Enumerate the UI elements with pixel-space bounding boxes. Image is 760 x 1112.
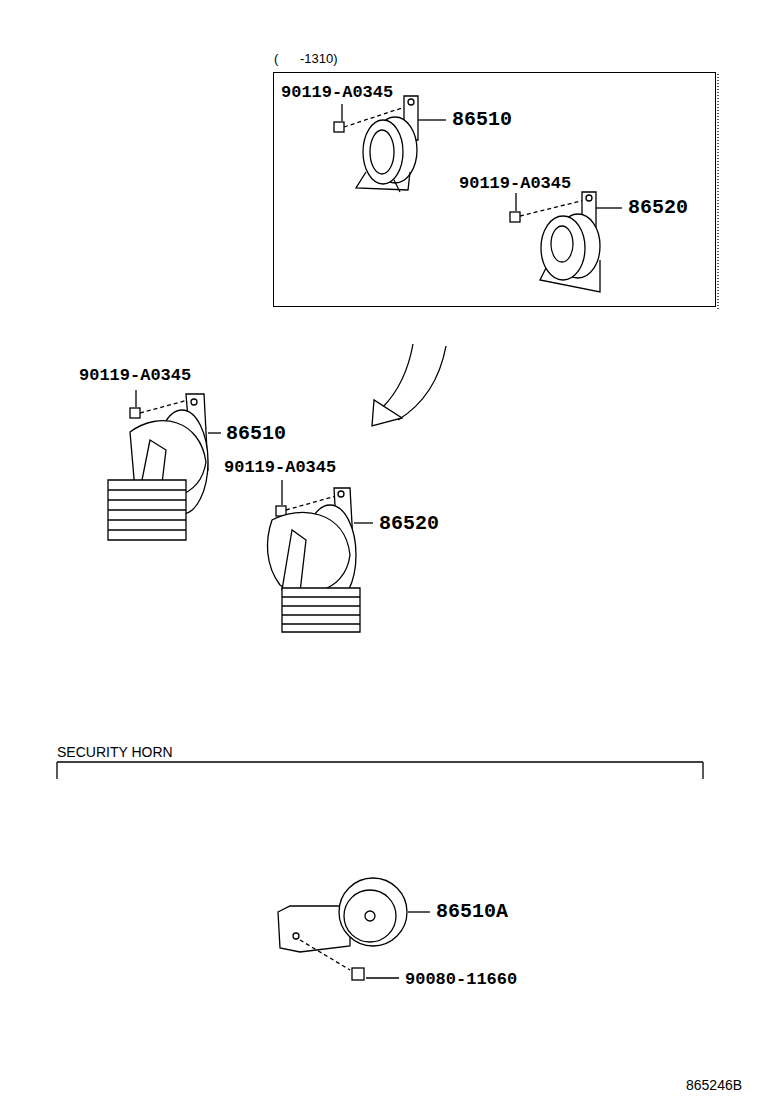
drawing-line bbox=[352, 968, 364, 980]
drawing-line bbox=[408, 99, 414, 105]
horn-illustration bbox=[108, 390, 208, 540]
horn-illustration bbox=[278, 878, 430, 980]
drawing-line bbox=[57, 761, 703, 762]
drawing-line bbox=[135, 390, 136, 407]
drawing-line bbox=[282, 623, 360, 624]
drawing-line bbox=[365, 911, 375, 921]
drawing-line bbox=[108, 519, 186, 520]
drawing-line bbox=[130, 408, 140, 418]
drawing-line bbox=[551, 226, 573, 262]
part-number: 86520 bbox=[628, 198, 688, 218]
drawing-line bbox=[56, 762, 57, 779]
drawing-line bbox=[382, 344, 413, 408]
note-label: 865246B bbox=[686, 1078, 742, 1092]
drawing-line bbox=[418, 119, 446, 120]
part-number: 90119-A0345 bbox=[79, 367, 191, 384]
drawing-line bbox=[702, 762, 703, 779]
note-label: SECURITY HORN bbox=[57, 745, 173, 759]
drawing-line bbox=[300, 940, 350, 970]
drawing-line bbox=[108, 499, 186, 500]
drawing-line bbox=[282, 596, 360, 597]
drawing-line bbox=[108, 489, 186, 490]
part-number: 90119-A0345 bbox=[224, 459, 336, 476]
drawing-line bbox=[108, 529, 186, 530]
drawing-line bbox=[339, 878, 407, 946]
part-number: 86510A bbox=[436, 902, 508, 922]
box-shadow bbox=[717, 74, 718, 309]
part-number: 86510 bbox=[226, 424, 286, 444]
drawing-line bbox=[108, 480, 186, 540]
drawing-line bbox=[208, 432, 221, 433]
drawing-line bbox=[372, 400, 402, 426]
drawing-line bbox=[541, 216, 585, 280]
drawing-line bbox=[267, 512, 350, 592]
drawing-line bbox=[338, 491, 344, 497]
drawing-line bbox=[293, 933, 299, 939]
drawing-line bbox=[191, 399, 197, 405]
drawing-line bbox=[540, 260, 600, 292]
drawing-line bbox=[398, 346, 446, 420]
drawing-line bbox=[334, 122, 344, 132]
drawing-line bbox=[408, 911, 430, 912]
drawing-line bbox=[510, 212, 520, 222]
drawing-line bbox=[341, 104, 342, 121]
drawing-line bbox=[281, 480, 282, 505]
drawing-line bbox=[596, 207, 622, 208]
part-number: 86520 bbox=[379, 514, 439, 534]
drawing-line bbox=[282, 588, 360, 632]
drawing-line bbox=[282, 530, 306, 592]
drawing-line bbox=[354, 522, 373, 523]
horn-illustration bbox=[510, 192, 600, 292]
transition-arrow bbox=[372, 344, 446, 426]
drawing-line bbox=[515, 193, 516, 211]
drawing-line bbox=[363, 120, 403, 184]
drawing-line bbox=[366, 977, 399, 978]
horn-illustration bbox=[267, 480, 360, 632]
part-number: 90119-A0345 bbox=[459, 175, 571, 192]
part-number: 90119-A0345 bbox=[281, 84, 393, 101]
drawing-line bbox=[394, 180, 400, 192]
variant-heading: ( -1310) bbox=[274, 51, 338, 66]
drawing-line bbox=[282, 605, 360, 606]
drawing-line bbox=[344, 890, 396, 942]
drawing-line bbox=[370, 130, 394, 174]
part-number: 86510 bbox=[452, 110, 512, 130]
drawing-line bbox=[282, 614, 360, 615]
drawing-line bbox=[108, 509, 186, 510]
drawing-line bbox=[356, 172, 410, 190]
drawing-line bbox=[586, 195, 592, 201]
part-number: 90080-11660 bbox=[405, 971, 517, 988]
section-bracket bbox=[57, 762, 703, 779]
horn-illustration bbox=[334, 96, 418, 192]
